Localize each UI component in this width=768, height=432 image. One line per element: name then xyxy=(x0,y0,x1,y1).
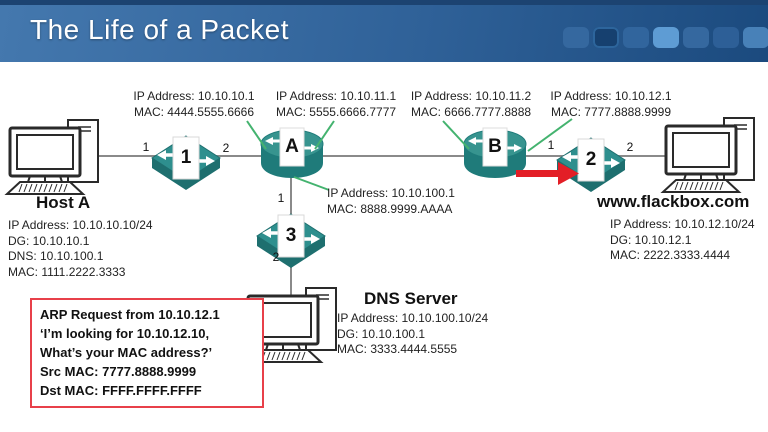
header-top-strip xyxy=(0,0,768,5)
header-squares xyxy=(563,27,768,48)
pointer-line-routerA-left xyxy=(246,120,267,150)
switch-3-label: 3 xyxy=(285,225,297,246)
web-server-computer-icon xyxy=(661,116,756,194)
arp-line-3: What’s your MAC address?’ xyxy=(40,345,213,360)
dns-server-name: DNS Server xyxy=(364,289,458,308)
host-a-dns: DNS: 10.10.100.1 xyxy=(8,249,104,263)
decor-square xyxy=(743,27,768,48)
host-a-mac: MAC: 1111.2222.3333 xyxy=(8,264,126,279)
web-server-ip: IP Address: 10.10.12.10/24 xyxy=(610,217,755,231)
switch-1-port-2: 2 xyxy=(222,141,230,155)
header-band: The Life of a Packet xyxy=(0,0,768,62)
switch-2-label: 2 xyxy=(585,149,597,170)
decor-square xyxy=(653,27,679,48)
packet-direction-arrow xyxy=(516,162,579,185)
arp-line-5: Dst MAC: FFFF.FFFF.FFFF xyxy=(40,383,202,398)
interface-label-3-ip: IP Address: 10.10.11.2 xyxy=(410,89,532,103)
switch-3-port-2: 2 xyxy=(272,250,280,264)
decor-square xyxy=(713,27,739,48)
host-a-dg: DG: 10.10.10.1 xyxy=(8,233,90,248)
router-b-label: B xyxy=(488,136,502,157)
web-server-mac: MAC: 2222.3333.4444 xyxy=(610,248,731,262)
pointer-line-routerA-lan xyxy=(293,176,330,191)
host-a-ip: IP Address: 10.10.10.10/24 xyxy=(8,218,153,232)
interface-label-2-ip: IP Address: 10.10.11.1 xyxy=(275,89,397,103)
pointer-line-routerA-right xyxy=(314,120,335,150)
interface-label-4: IP Address: 10.10.12.1 MAC: 7777.8888.99… xyxy=(550,88,671,120)
host-a-name: Host A xyxy=(36,193,91,212)
pointer-line-routerB-left xyxy=(442,120,470,150)
decor-square xyxy=(683,27,709,48)
interface-label-1-mac: MAC: 4444.5555.6666 xyxy=(133,105,255,119)
slide-title: The Life of a Packet xyxy=(30,14,290,45)
switch-1-label: 1 xyxy=(180,147,192,168)
interface-label-5-mac: MAC: 8888.9999.AAAA xyxy=(327,202,453,216)
web-server-dg: DG: 10.10.12.1 xyxy=(610,232,692,247)
interface-label-4-ip: IP Address: 10.10.12.1 xyxy=(550,89,672,103)
interface-label-1: IP Address: 10.10.10.1 MAC: 4444.5555.66… xyxy=(133,88,254,120)
decor-square xyxy=(623,27,649,48)
arp-line-1: ARP Request from 10.10.12.1 xyxy=(40,307,220,322)
host-a-computer-icon xyxy=(5,118,100,196)
interface-label-5-ip: IP Address: 10.10.100.1 xyxy=(327,186,455,200)
pointer-line-routerB-right xyxy=(527,118,573,152)
switch-2-port-1: 1 xyxy=(547,138,555,152)
dns-server-dg: DG: 10.10.100.1 xyxy=(337,326,426,341)
interface-label-3: IP Address: 10.10.11.2 MAC: 6666.7777.88… xyxy=(411,88,531,120)
arp-line-2: ‘I’m looking for 10.10.12.10, xyxy=(40,326,210,341)
interface-label-1-ip: IP Address: 10.10.10.1 xyxy=(133,89,255,103)
interface-label-3-mac: MAC: 6666.7777.8888 xyxy=(410,105,532,119)
decor-square xyxy=(563,27,589,48)
switch-2-port-2: 2 xyxy=(626,140,634,154)
decor-square xyxy=(593,27,619,48)
web-server-info: IP Address: 10.10.12.10/24 DG: 10.10.12.… xyxy=(610,217,755,264)
interface-label-2: IP Address: 10.10.11.1 MAC: 5555.6666.77… xyxy=(276,88,396,120)
interface-label-5: IP Address: 10.10.100.1 MAC: 8888.9999.A… xyxy=(327,185,455,217)
router-a-label: A xyxy=(285,136,299,157)
arp-request-callout: ARP Request from 10.10.12.1 ‘I’m looking… xyxy=(30,298,264,408)
label-pointer-lines xyxy=(246,118,573,191)
switch-3-port-1: 1 xyxy=(277,191,285,205)
switch-1-port-1: 1 xyxy=(142,140,150,154)
arp-line-4: Src MAC: 7777.8888.9999 xyxy=(40,364,197,379)
dns-server-ip: IP Address: 10.10.100.10/24 xyxy=(337,311,489,325)
host-a-info: IP Address: 10.10.10.10/24 DG: 10.10.10.… xyxy=(8,218,153,280)
interface-label-4-mac: MAC: 7777.8888.9999 xyxy=(550,105,672,119)
dns-server-mac: MAC: 3333.4444.5555 xyxy=(337,342,458,356)
dns-server-info: IP Address: 10.10.100.10/24 DG: 10.10.10… xyxy=(337,311,488,358)
interface-label-2-mac: MAC: 5555.6666.7777 xyxy=(275,105,397,119)
web-server-name: www.flackbox.com xyxy=(597,192,750,211)
